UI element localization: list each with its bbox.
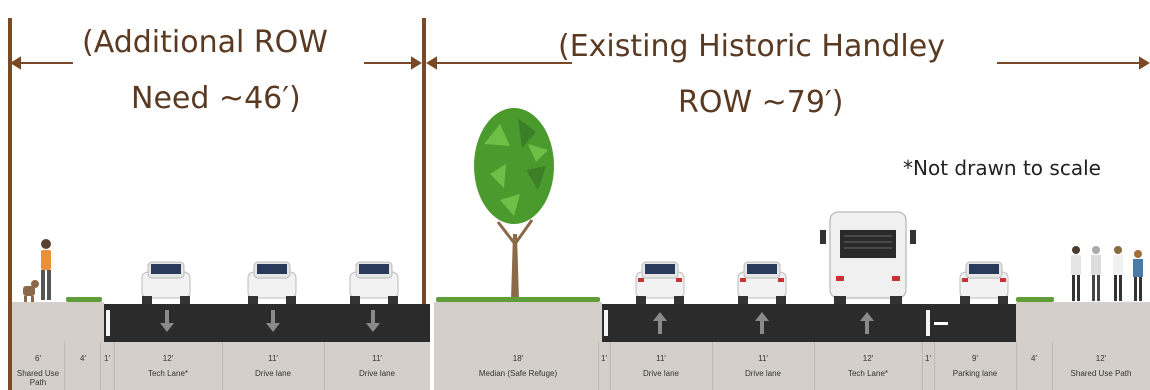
- grass-strip-left: [66, 297, 102, 302]
- arrow-down-icon: [366, 310, 380, 332]
- right-heading-line2: ROW ~79′): [678, 85, 844, 120]
- segment-label: 12′Tech Lane*: [847, 354, 889, 379]
- sidewalk-left: [12, 302, 104, 390]
- row-boundary-middle: [422, 18, 426, 390]
- segment-label: 6′Shared Use Path: [16, 354, 60, 388]
- dog-icon: [23, 280, 39, 304]
- segment-divider: [100, 342, 101, 390]
- segment-label: 12′Tech Lane*: [147, 354, 189, 379]
- pedestrian-icon: [1071, 246, 1143, 301]
- segment-label: 4′: [1031, 354, 1037, 363]
- segment-label: 11′Drive lane: [744, 354, 781, 379]
- arrow-up-icon: [860, 312, 874, 334]
- car-icon: [959, 261, 1009, 304]
- arrow-up-icon: [653, 312, 667, 334]
- segment-label: 4′: [80, 354, 86, 363]
- segment-divider: [814, 342, 815, 390]
- segment-divider: [934, 342, 935, 390]
- segment-divider: [1016, 342, 1017, 390]
- tree-icon: [474, 108, 554, 300]
- left-heading-line1: (Additional ROW: [82, 25, 328, 60]
- row-boundary-left: [8, 18, 12, 390]
- median-ground: [434, 302, 602, 390]
- segment-divider: [324, 342, 325, 390]
- segment-divider: [64, 342, 65, 390]
- dimension-arrow-left: [10, 56, 1150, 70]
- bus-icon: [820, 211, 916, 304]
- segment-label: 1′: [925, 354, 931, 363]
- segment-label: 9′Parking lane: [952, 354, 998, 379]
- segment-divider: [598, 342, 599, 390]
- segment-label: 1′: [601, 354, 607, 363]
- car-icon: [247, 261, 297, 304]
- segment-divider: [1052, 342, 1053, 390]
- arrow-up-icon: [755, 312, 769, 334]
- arrow-right-icon: [411, 56, 422, 70]
- arrow-right-icon: [1139, 56, 1150, 70]
- car-icon: [635, 261, 685, 304]
- curb-stripe: [926, 310, 930, 336]
- segment-divider: [114, 342, 115, 390]
- segment-label: 1′: [104, 354, 110, 363]
- right-heading-line1: (Existing Historic Handley: [558, 29, 945, 64]
- scale-note: *Not drawn to scale: [903, 156, 1101, 180]
- curb-stripe: [604, 310, 608, 336]
- lane-label-band-right: [602, 342, 1016, 390]
- segment-label: 11′Drive lane: [254, 354, 291, 379]
- curb-stripe: [106, 310, 110, 336]
- segment-divider: [222, 342, 223, 390]
- segment-label: 18′Median (Safe Refuge): [478, 354, 558, 379]
- left-heading-line2: Need ~46′): [131, 81, 301, 116]
- lane-label-band-left: [104, 342, 430, 390]
- pedestrian-icon: [41, 239, 51, 300]
- arrow-left-icon: [426, 56, 437, 70]
- car-icon: [141, 261, 191, 304]
- car-icon: [737, 261, 787, 304]
- sidewalk-right: [1016, 302, 1150, 390]
- segment-label: 11′Drive lane: [358, 354, 395, 379]
- segment-label: 12′Shared Use Path: [1070, 354, 1132, 379]
- segment-divider: [712, 342, 713, 390]
- car-icon: [349, 261, 399, 304]
- arrow-down-icon: [266, 310, 280, 332]
- lane-stripe: [934, 322, 948, 325]
- segment-divider: [610, 342, 611, 390]
- grass-strip-median: [436, 297, 600, 302]
- arrow-left-icon: [10, 56, 21, 70]
- grass-strip-right: [1016, 297, 1054, 302]
- segment-divider: [922, 342, 923, 390]
- arrow-down-icon: [160, 310, 174, 332]
- segment-label: 11′Drive lane: [642, 354, 679, 379]
